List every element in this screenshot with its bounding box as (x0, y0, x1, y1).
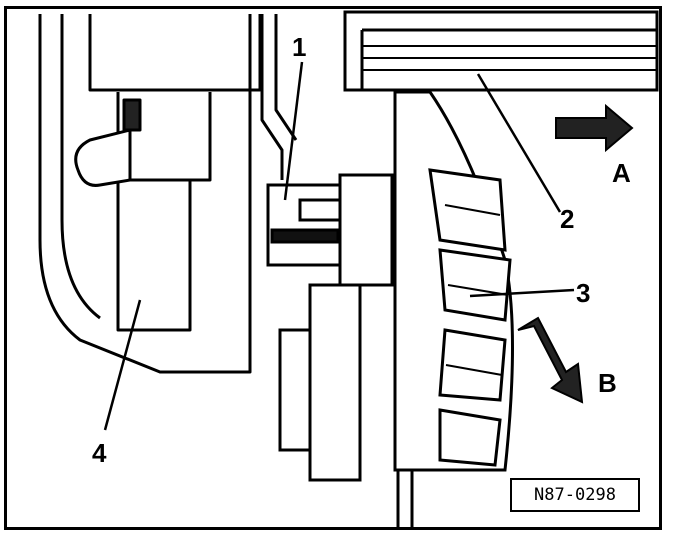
reference-code-box: N87-0298 (510, 478, 640, 512)
rail-part-2 (343, 10, 659, 92)
arrow-a-icon (555, 103, 634, 153)
gear-part-3 (393, 90, 514, 472)
housing-outline (38, 14, 252, 374)
leader-3 (469, 288, 575, 298)
component-4-body (116, 178, 192, 332)
vertical-tube-2 (274, 14, 298, 141)
callout-2: 2 (560, 204, 575, 234)
leader-1 (283, 61, 304, 201)
clip-hook (74, 128, 132, 187)
leader-lines (103, 61, 575, 431)
housing-inner-edge (60, 14, 101, 320)
lower-bracket (278, 283, 414, 530)
callout-4: 4 (92, 438, 107, 468)
leader-4 (103, 299, 142, 431)
vertical-tube (260, 14, 284, 180)
callout-1: 1 (292, 32, 307, 62)
arrow-b-icon (517, 316, 584, 404)
callout-b: B (598, 368, 617, 398)
callout-3: 3 (576, 278, 591, 308)
leader-2 (476, 73, 562, 213)
upper-block (88, 14, 262, 92)
connector-part-1 (266, 173, 394, 287)
reference-code: N87-0298 (534, 485, 616, 505)
callout-a: A (612, 158, 631, 188)
clip-tab (122, 98, 142, 132)
